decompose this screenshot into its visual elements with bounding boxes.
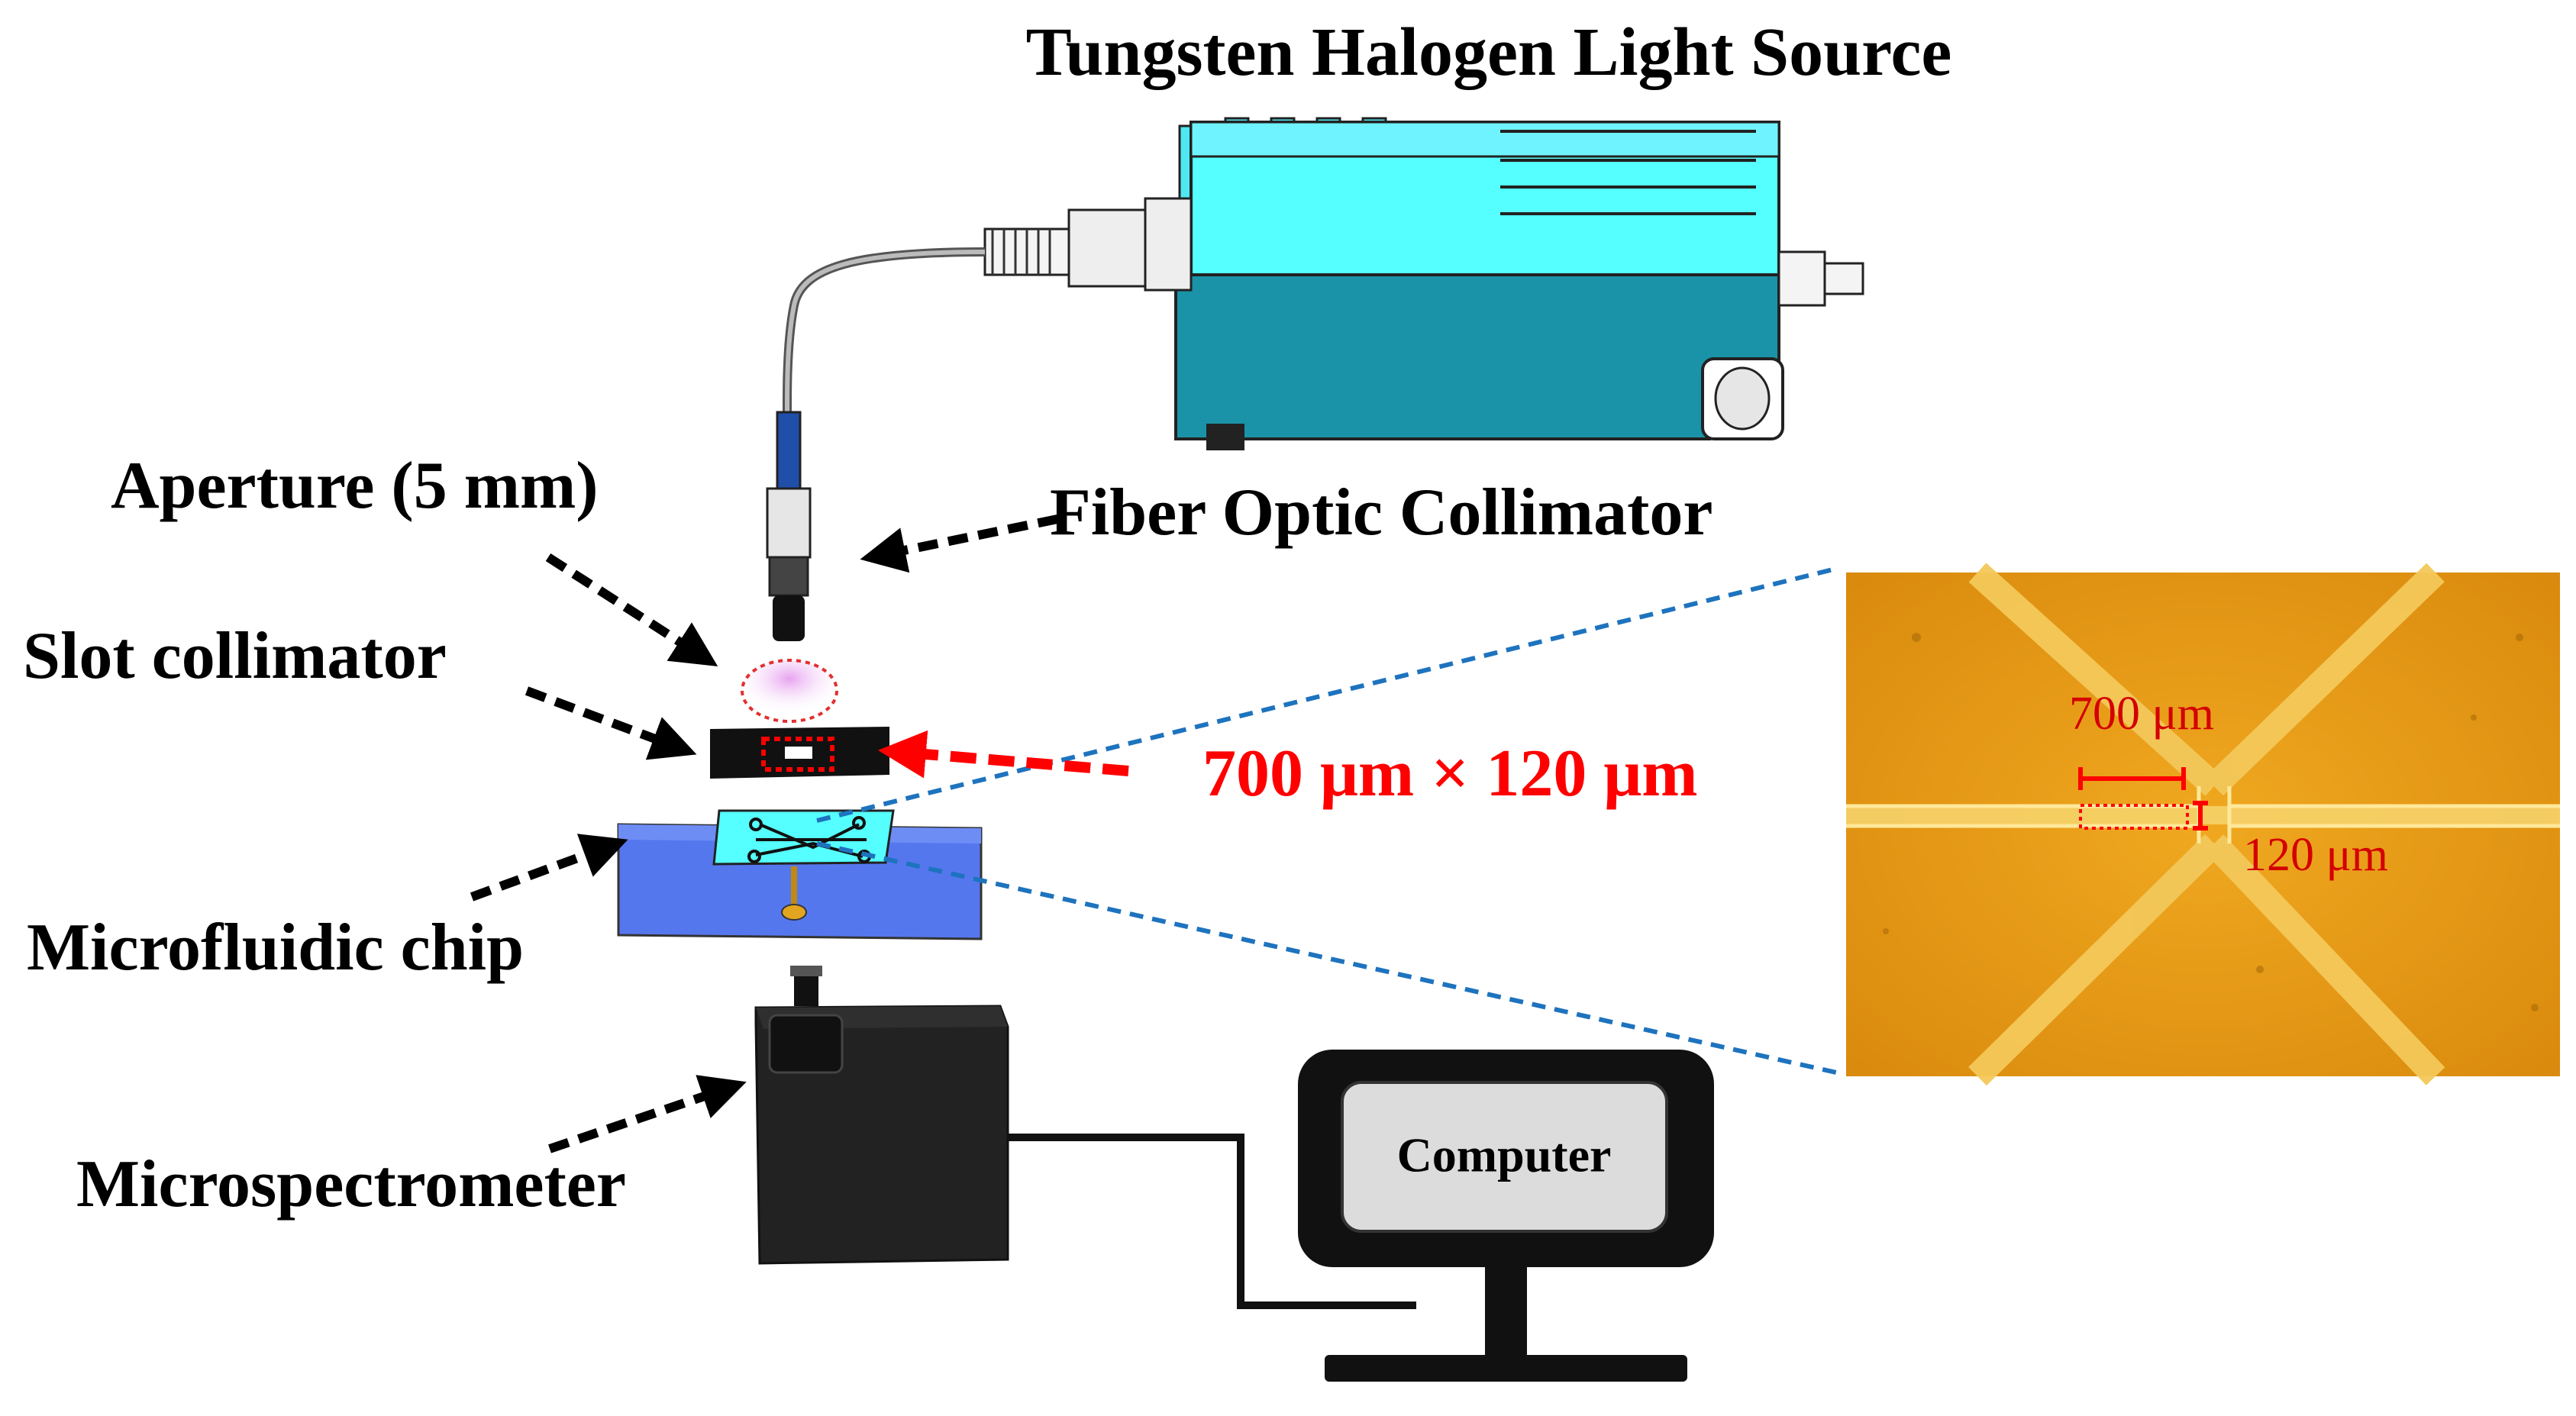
microspectrometer-icon [754,966,1009,1265]
slot-collimator-icon [710,727,889,779]
micrograph-inset [1846,563,2560,1086]
collimator-icon [766,411,812,641]
aperture-label: Aperture (5 mm) [111,449,599,523]
aperture-spot [741,659,838,723]
computer-cable [1008,1134,1416,1309]
slot-collimator-label: Slot collimator [23,619,447,693]
computer-icon [1298,1050,1714,1382]
micrograph-height-label: 120 μm [2243,829,2388,881]
microspectrometer-label: Microspectrometer [76,1147,626,1221]
label-arrows [470,514,1059,1153]
microfluidic-chip-label: Microfluidic chip [27,911,524,985]
computer-label: Computer [1397,1128,1612,1182]
microfluidic-chip-icon [617,809,983,940]
light-source-icon [983,117,1864,450]
micrograph-width-label: 700 μm [2069,688,2214,740]
slot-size-label: 700 μm × 120 μm [1202,737,1698,811]
slot-size-arrow [877,730,1129,779]
zoom-lines [816,566,1837,1075]
fiber-collimator-label: Fiber Optic Collimator [1050,476,1712,550]
light-source-label: Tungsten Halogen Light Source [1026,15,1952,90]
fiber-cable [782,247,986,466]
